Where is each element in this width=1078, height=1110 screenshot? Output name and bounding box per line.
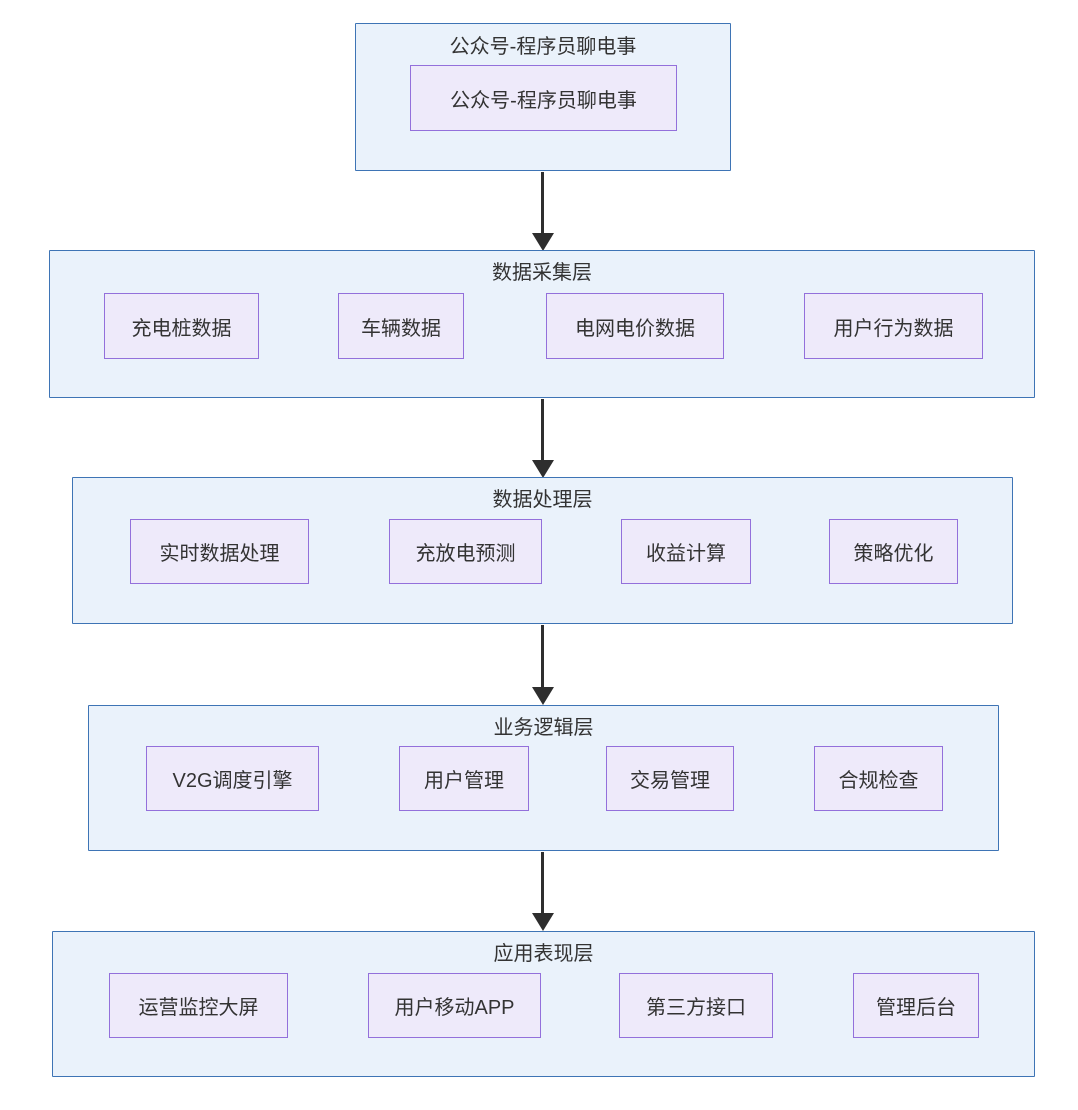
- node-strategy-optimization: 策略优化: [829, 519, 958, 584]
- node-charge-discharge-forecast: 充放电预测: [389, 519, 542, 584]
- cluster-business-logic-layer: 业务逻辑层 V2G调度引擎 用户管理 交易管理 合规检查: [88, 705, 999, 851]
- node-third-party-interface: 第三方接口: [619, 973, 773, 1038]
- node-transaction-management: 交易管理: [606, 746, 734, 811]
- cluster-data-collection-layer: 数据采集层 充电桩数据 车辆数据 电网电价数据 用户行为数据: [49, 250, 1035, 398]
- cluster-title-business-logic: 业务逻辑层: [493, 717, 594, 739]
- cluster-title-data-processing: 数据处理层: [492, 489, 593, 511]
- arrow-down-2: [541, 399, 544, 460]
- node-grid-price-data: 电网电价数据: [546, 293, 724, 359]
- node-user-management: 用户管理: [399, 746, 529, 811]
- node-vehicle-data: 车辆数据: [338, 293, 464, 359]
- cluster-title-application: 应用表现层: [493, 943, 594, 965]
- node-realtime-data-processing: 实时数据处理: [130, 519, 309, 584]
- cluster-data-processing-layer: 数据处理层 实时数据处理 充放电预测 收益计算 策略优化: [72, 477, 1013, 624]
- node-revenue-calculation: 收益计算: [621, 519, 751, 584]
- node-v2g-dispatch-engine: V2G调度引擎: [146, 746, 319, 811]
- arrow-down-3: [541, 625, 544, 687]
- node-operations-monitoring-dashboard: 运营监控大屏: [109, 973, 288, 1038]
- cluster-top-banner: 公众号-程序员聊电事 公众号-程序员聊电事: [355, 23, 731, 171]
- cluster-top-title: 公众号-程序员聊电事: [449, 36, 637, 58]
- node-admin-backend: 管理后台: [853, 973, 979, 1038]
- cluster-application-layer: 应用表现层 运营监控大屏 用户移动APP 第三方接口 管理后台: [52, 931, 1035, 1077]
- arrow-down-4: [541, 852, 544, 913]
- cluster-title-data-collection: 数据采集层: [492, 262, 592, 284]
- node-top-banner: 公众号-程序员聊电事: [410, 65, 677, 131]
- node-charging-pile-data: 充电桩数据: [104, 293, 259, 359]
- arrow-down-1: [541, 172, 544, 233]
- node-user-behavior-data: 用户行为数据: [804, 293, 983, 359]
- node-compliance-check: 合规检查: [814, 746, 943, 811]
- node-user-mobile-app: 用户移动APP: [368, 973, 541, 1038]
